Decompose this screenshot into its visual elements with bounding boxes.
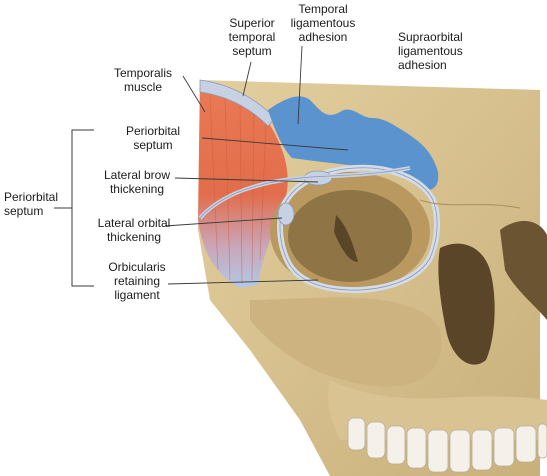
superior-temporal-septum-band [199, 79, 276, 127]
label-line: Temporal [298, 2, 348, 16]
group-bracket [54, 129, 94, 287]
periorbital-septum-ring-outline [279, 167, 438, 291]
orbital-fissure [334, 215, 358, 262]
label-temporal-ligamentous-adhesion: Temporal ligamentous adhesion [288, 2, 358, 44]
teeth [347, 417, 547, 473]
label-lateral-brow-thickening: Lateral brow thickening [92, 168, 182, 196]
label-line: ligamentous [290, 16, 356, 30]
label-line: septum [4, 204, 44, 218]
suture-line [419, 199, 521, 209]
label-line: retaining [113, 274, 161, 288]
temporal-ligamentous-adhesion-shape [268, 96, 439, 190]
label-line: septum [232, 44, 272, 58]
label-temporalis-muscle: Temporalis muscle [106, 66, 180, 94]
label-periorbital-septum-group: Periorbital septum [4, 190, 64, 218]
zygoma [250, 297, 442, 387]
label-orbicularis-retaining-ligament: Orbicularis retaining ligament [100, 260, 174, 302]
label-line: temporal [228, 30, 276, 44]
leader-lines [164, 45, 349, 285]
label-line: Lateral orbital [97, 216, 171, 230]
label-line: adhesion [298, 30, 348, 44]
label-line: thickening [106, 230, 162, 244]
label-line: thickening [109, 182, 165, 196]
label-line: septum [133, 138, 173, 152]
label-line: Lateral brow [103, 168, 171, 182]
label-periorbital-septum-inner: Periorbital septum [110, 124, 196, 152]
label-line: Periorbital [125, 124, 181, 138]
label-line: ligament [114, 288, 160, 302]
nasal-cavity [438, 243, 495, 365]
label-line: ligamentous [398, 44, 463, 58]
label-superior-temporal-septum: Superior temporal septum [222, 16, 282, 58]
label-line: Periorbital [4, 190, 59, 204]
label-lateral-orbital-thickening: Lateral orbital thickening [86, 216, 182, 244]
label-line: Supraorbital [398, 30, 463, 44]
label-line: Superior [229, 16, 275, 30]
nasal-cavity-right [500, 220, 547, 320]
orbit-inner [288, 190, 412, 282]
lateral-orbital-thickening-shape [277, 202, 295, 226]
label-line: Temporalis [113, 66, 173, 80]
label-supraorbital-ligamentous-adhesion: Supraorbital ligamentous adhesion [398, 30, 488, 72]
label-line: adhesion [398, 58, 447, 72]
label-line: muscle [123, 80, 162, 94]
label-line: Orbicularis [108, 260, 166, 274]
